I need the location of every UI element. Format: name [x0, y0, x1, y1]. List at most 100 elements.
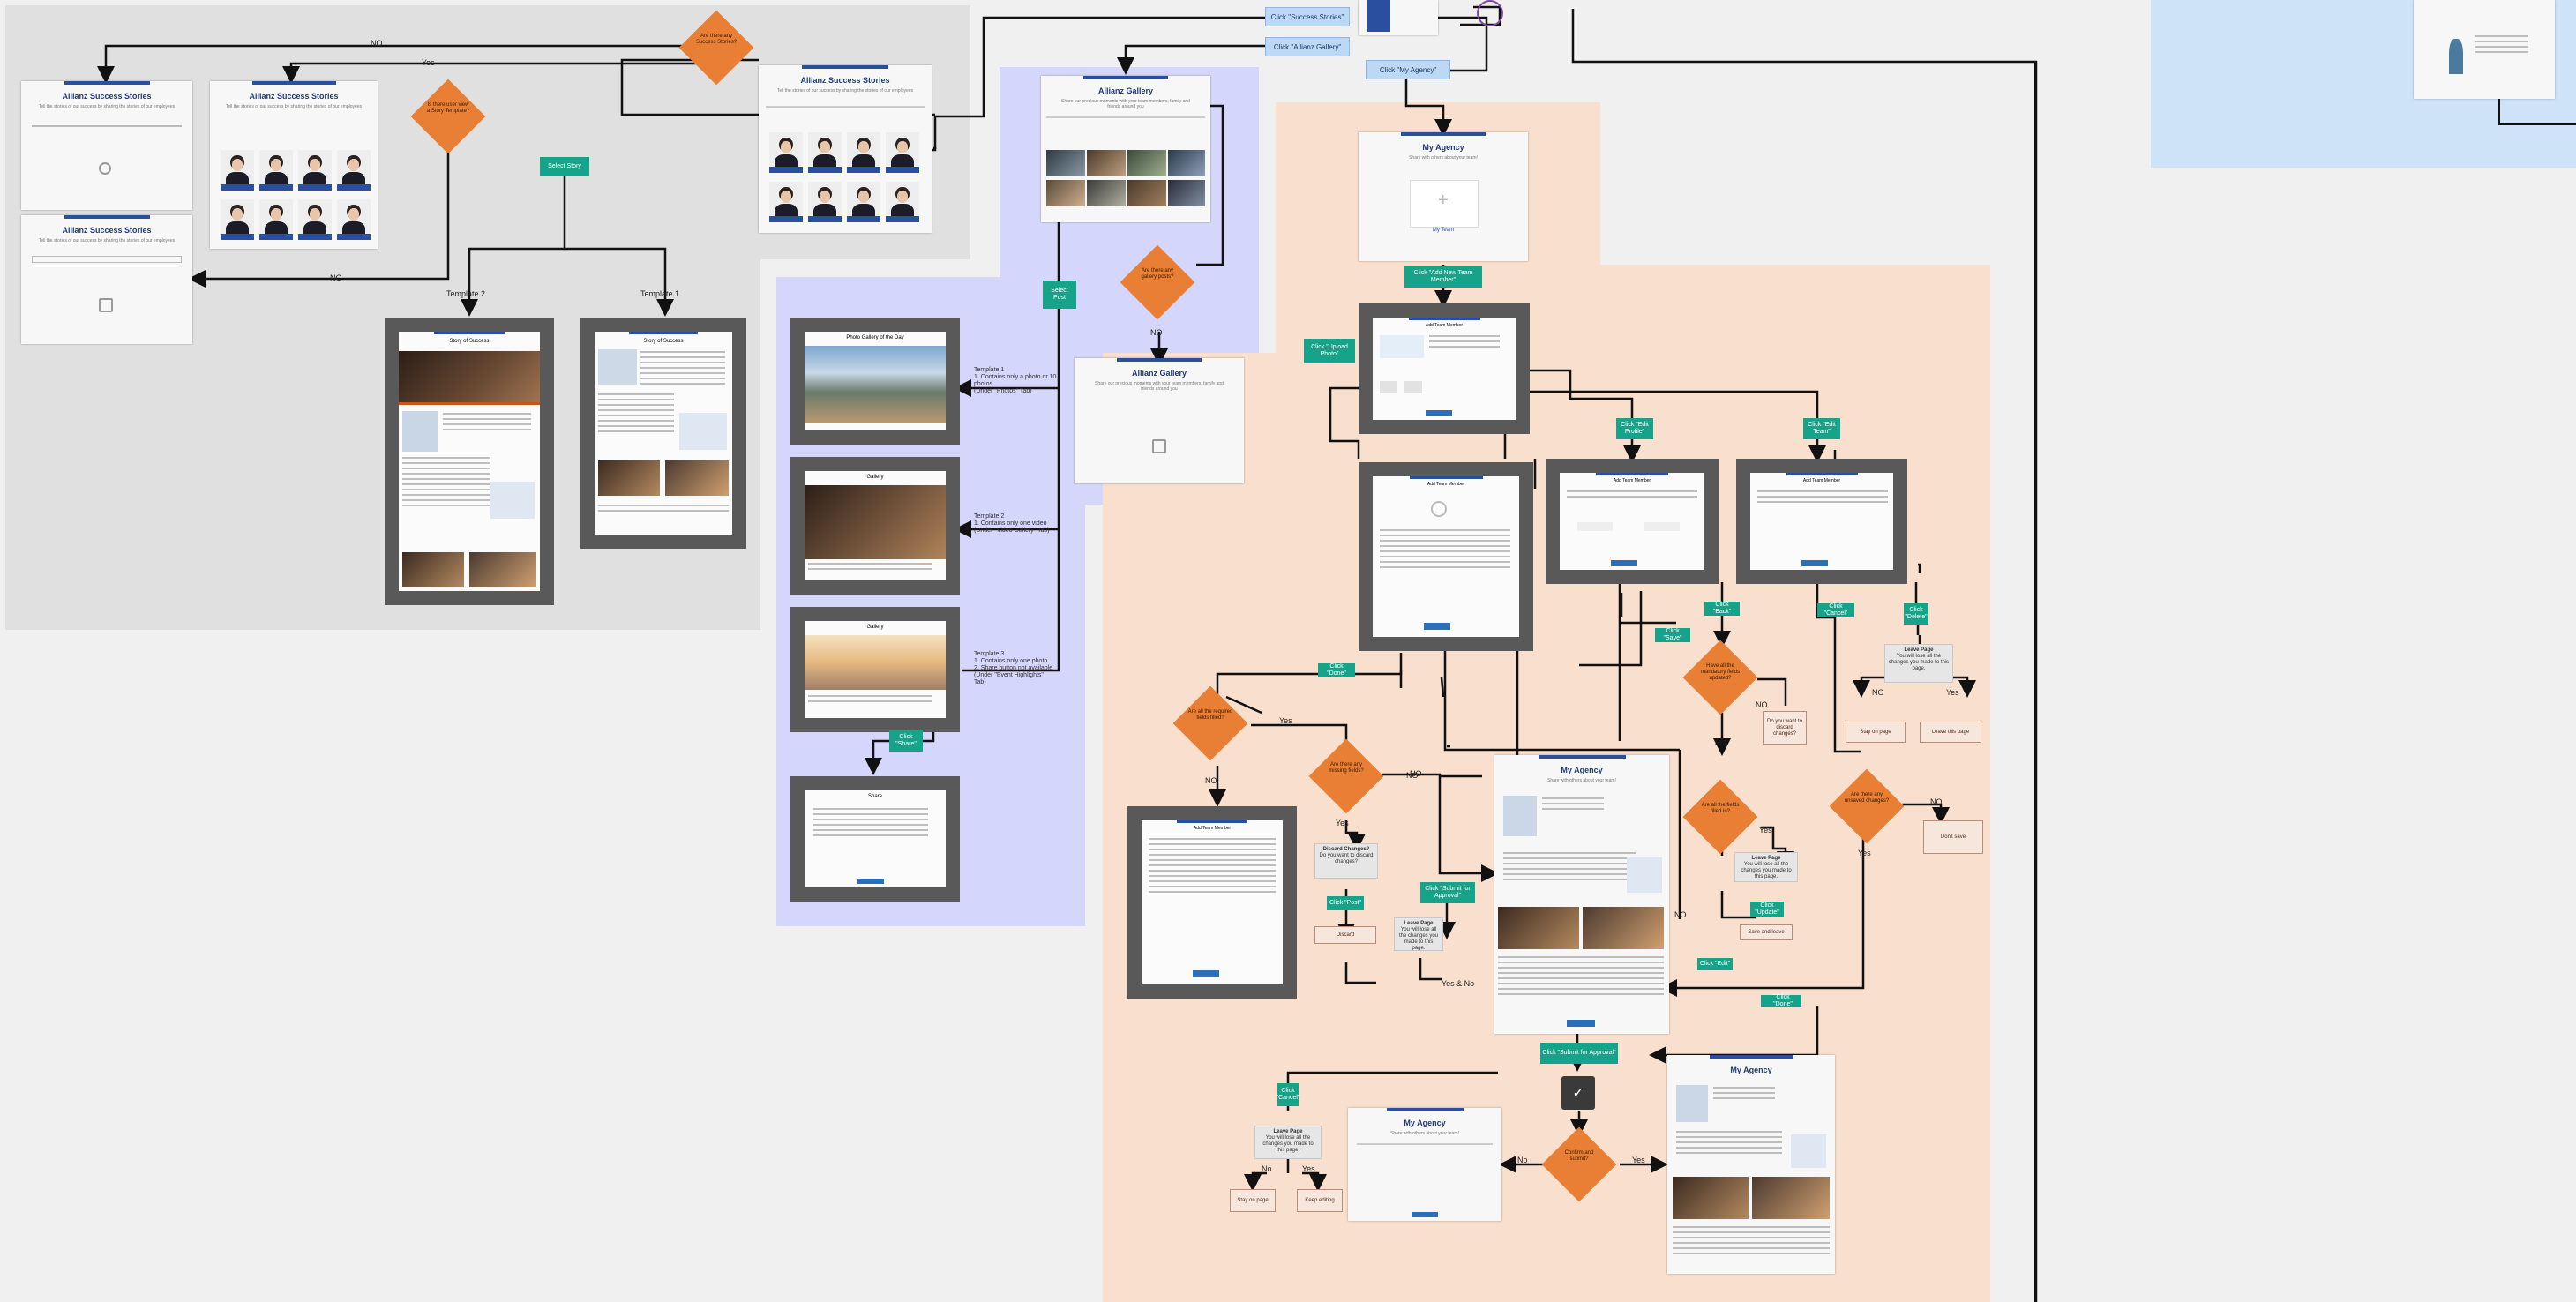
share-title: Share: [867, 794, 882, 799]
card-title: Allianz Gallery: [1131, 369, 1187, 378]
avatar[interactable]: [298, 199, 332, 240]
leave-page-note[interactable]: Leave this page: [1920, 722, 1981, 743]
upload-photo-tag[interactable]: Click "Upload Photo": [1304, 339, 1355, 363]
edit-team-tag[interactable]: Click "Edit Team": [1803, 418, 1840, 439]
card-title: My Agency: [1730, 1066, 1772, 1074]
video-thumbnail[interactable]: [805, 485, 946, 559]
submit-for-approval-tag[interactable]: Click "Submit for Approval": [1540, 1043, 1618, 1064]
avatar[interactable]: [337, 150, 371, 191]
stay-on-page-note[interactable]: Stay on page: [1846, 722, 1906, 743]
click-gallery-button[interactable]: Click "Allianz Gallery": [1265, 37, 1350, 56]
decision-fields-filled: Are all the fields filled in?: [1682, 779, 1758, 855]
share-sheet-frame: Share: [790, 776, 960, 902]
card-subtitle: Tell the stories of our success by shari…: [225, 104, 363, 109]
avatar[interactable]: [886, 132, 919, 173]
done-tag[interactable]: Click "Done": [1318, 663, 1355, 677]
dialog-body: You will lose all the changes you made t…: [1262, 1135, 1314, 1153]
avatar[interactable]: [769, 182, 803, 222]
inline-photo: [1627, 857, 1662, 893]
card-title: Allianz Success Stories: [249, 92, 339, 101]
external-connector-h: [2498, 123, 2576, 125]
done-editing-tag[interactable]: Click "Done": [1764, 994, 1801, 1007]
gallery-card: Allianz Gallery Share our precious momen…: [1041, 76, 1210, 222]
submit-button[interactable]: [1424, 623, 1450, 630]
gallery-thumb[interactable]: [1168, 180, 1205, 206]
label-no-6: NO: [1872, 688, 1884, 697]
avatar[interactable]: [808, 182, 842, 222]
add-team-member-tag[interactable]: Click "Add New Team Member": [1404, 266, 1482, 288]
update-button[interactable]: [1611, 560, 1637, 566]
empty-label: My Team: [1432, 228, 1455, 233]
avatar[interactable]: [221, 150, 254, 191]
template-3-note: Template 3 1. Contains only one photo 2.…: [974, 651, 1053, 685]
share-confirm-button[interactable]: [857, 879, 884, 884]
back-tag[interactable]: Click "Back": [1704, 602, 1740, 616]
update-tag[interactable]: Click "Update": [1750, 902, 1784, 917]
template-1-note: Template 1 1. Contains only a photo or 1…: [974, 367, 1057, 394]
dont-save-note[interactable]: Don't save: [1923, 820, 1983, 854]
avatar[interactable]: [769, 132, 803, 173]
submit-button[interactable]: [1193, 970, 1219, 977]
card-subtitle: Share with others about your team!: [1409, 155, 1478, 161]
edit-profile-tag[interactable]: Click "Edit Profile": [1616, 418, 1653, 439]
delete-tag[interactable]: Click "Delete": [1904, 603, 1928, 625]
gallery-thumb[interactable]: [1127, 180, 1166, 206]
event-photo: [805, 635, 946, 690]
success-stories-empty-card: Allianz Success Stories Tell the stories…: [21, 81, 192, 210]
label-no-4: NO: [1756, 700, 1768, 709]
form-title: Add Team Member: [1425, 323, 1464, 328]
form-title: Add Team Member: [1802, 478, 1841, 483]
label-template-2: Template 2: [446, 289, 486, 298]
select-post-tag[interactable]: Select Post: [1043, 281, 1076, 309]
click-success-stories-button[interactable]: Click "Success Stories": [1265, 7, 1350, 26]
avatar[interactable]: [847, 132, 880, 173]
profile-photo: [1503, 796, 1537, 836]
post-tag[interactable]: Click "Post": [1327, 896, 1364, 910]
edit-button[interactable]: [1567, 1020, 1595, 1027]
gallery-thumb[interactable]: [1168, 150, 1205, 176]
decision-any-gallery-posts: Are there any gallery posts?: [1120, 244, 1195, 320]
submit-approval-tag[interactable]: Click "Submit for Approval": [1420, 882, 1475, 903]
search-icon: [99, 162, 111, 175]
gallery-thumb[interactable]: [1087, 150, 1126, 176]
share-tag[interactable]: Click "Share": [889, 730, 923, 752]
keep-editing-note[interactable]: Keep editing: [1297, 1189, 1343, 1212]
update-button[interactable]: [1801, 560, 1828, 566]
gallery-thumb[interactable]: [1127, 150, 1166, 176]
avatar[interactable]: [337, 199, 371, 240]
dialog-body: You will lose all the changes you made t…: [1741, 862, 1792, 879]
label-no-7: NO: [1930, 797, 1943, 806]
dialog-body: Do you want to discard changes?: [1319, 853, 1374, 864]
gallery-thumb[interactable]: [1087, 180, 1126, 206]
save-tag-1[interactable]: Click "Save": [1655, 628, 1690, 642]
avatar[interactable]: [259, 150, 293, 191]
add-member-box[interactable]: [1410, 180, 1479, 228]
cancel-tag[interactable]: Click "Cancel": [1817, 603, 1854, 617]
avatar[interactable]: [847, 182, 880, 222]
leave-page-dialog: Leave Page You will lose all the changes…: [1884, 644, 1953, 683]
card-subtitle: Share with others about your team!: [1390, 1131, 1459, 1136]
avatar[interactable]: [298, 150, 332, 191]
dialog-title: Leave Page: [1404, 921, 1434, 926]
select-story-tag[interactable]: Select Story: [540, 157, 589, 176]
edit-tag[interactable]: Click "Edit": [1697, 958, 1733, 970]
stay-note-2[interactable]: Stay on page: [1230, 1189, 1276, 1212]
filter-icon: [1152, 439, 1166, 453]
my-agency-preview-card: My Agency Share with others about your t…: [1494, 755, 1669, 1034]
form-frame-middle: Add Team Member: [1546, 459, 1719, 584]
save-button[interactable]: [1426, 410, 1452, 416]
avatar[interactable]: [886, 182, 919, 222]
success-stories-empty-card-2: Allianz Success Stories Tell the stories…: [21, 215, 192, 344]
avatar[interactable]: [808, 132, 842, 173]
label-yes-no: Yes & No: [1442, 979, 1475, 988]
label-yes-5: Yes: [1946, 688, 1959, 697]
gallery-thumb[interactable]: [1046, 180, 1085, 206]
avatar[interactable]: [259, 199, 293, 240]
click-my-agency-button[interactable]: Click "My Agency": [1366, 60, 1450, 79]
inline-photo: [679, 413, 727, 450]
avatar[interactable]: [221, 199, 254, 240]
cancel-left-tag[interactable]: Click "Cancel": [1277, 1083, 1299, 1106]
done-button[interactable]: [1412, 1212, 1438, 1217]
label-yes-6: Yes: [1858, 849, 1871, 857]
gallery-thumb[interactable]: [1046, 150, 1085, 176]
